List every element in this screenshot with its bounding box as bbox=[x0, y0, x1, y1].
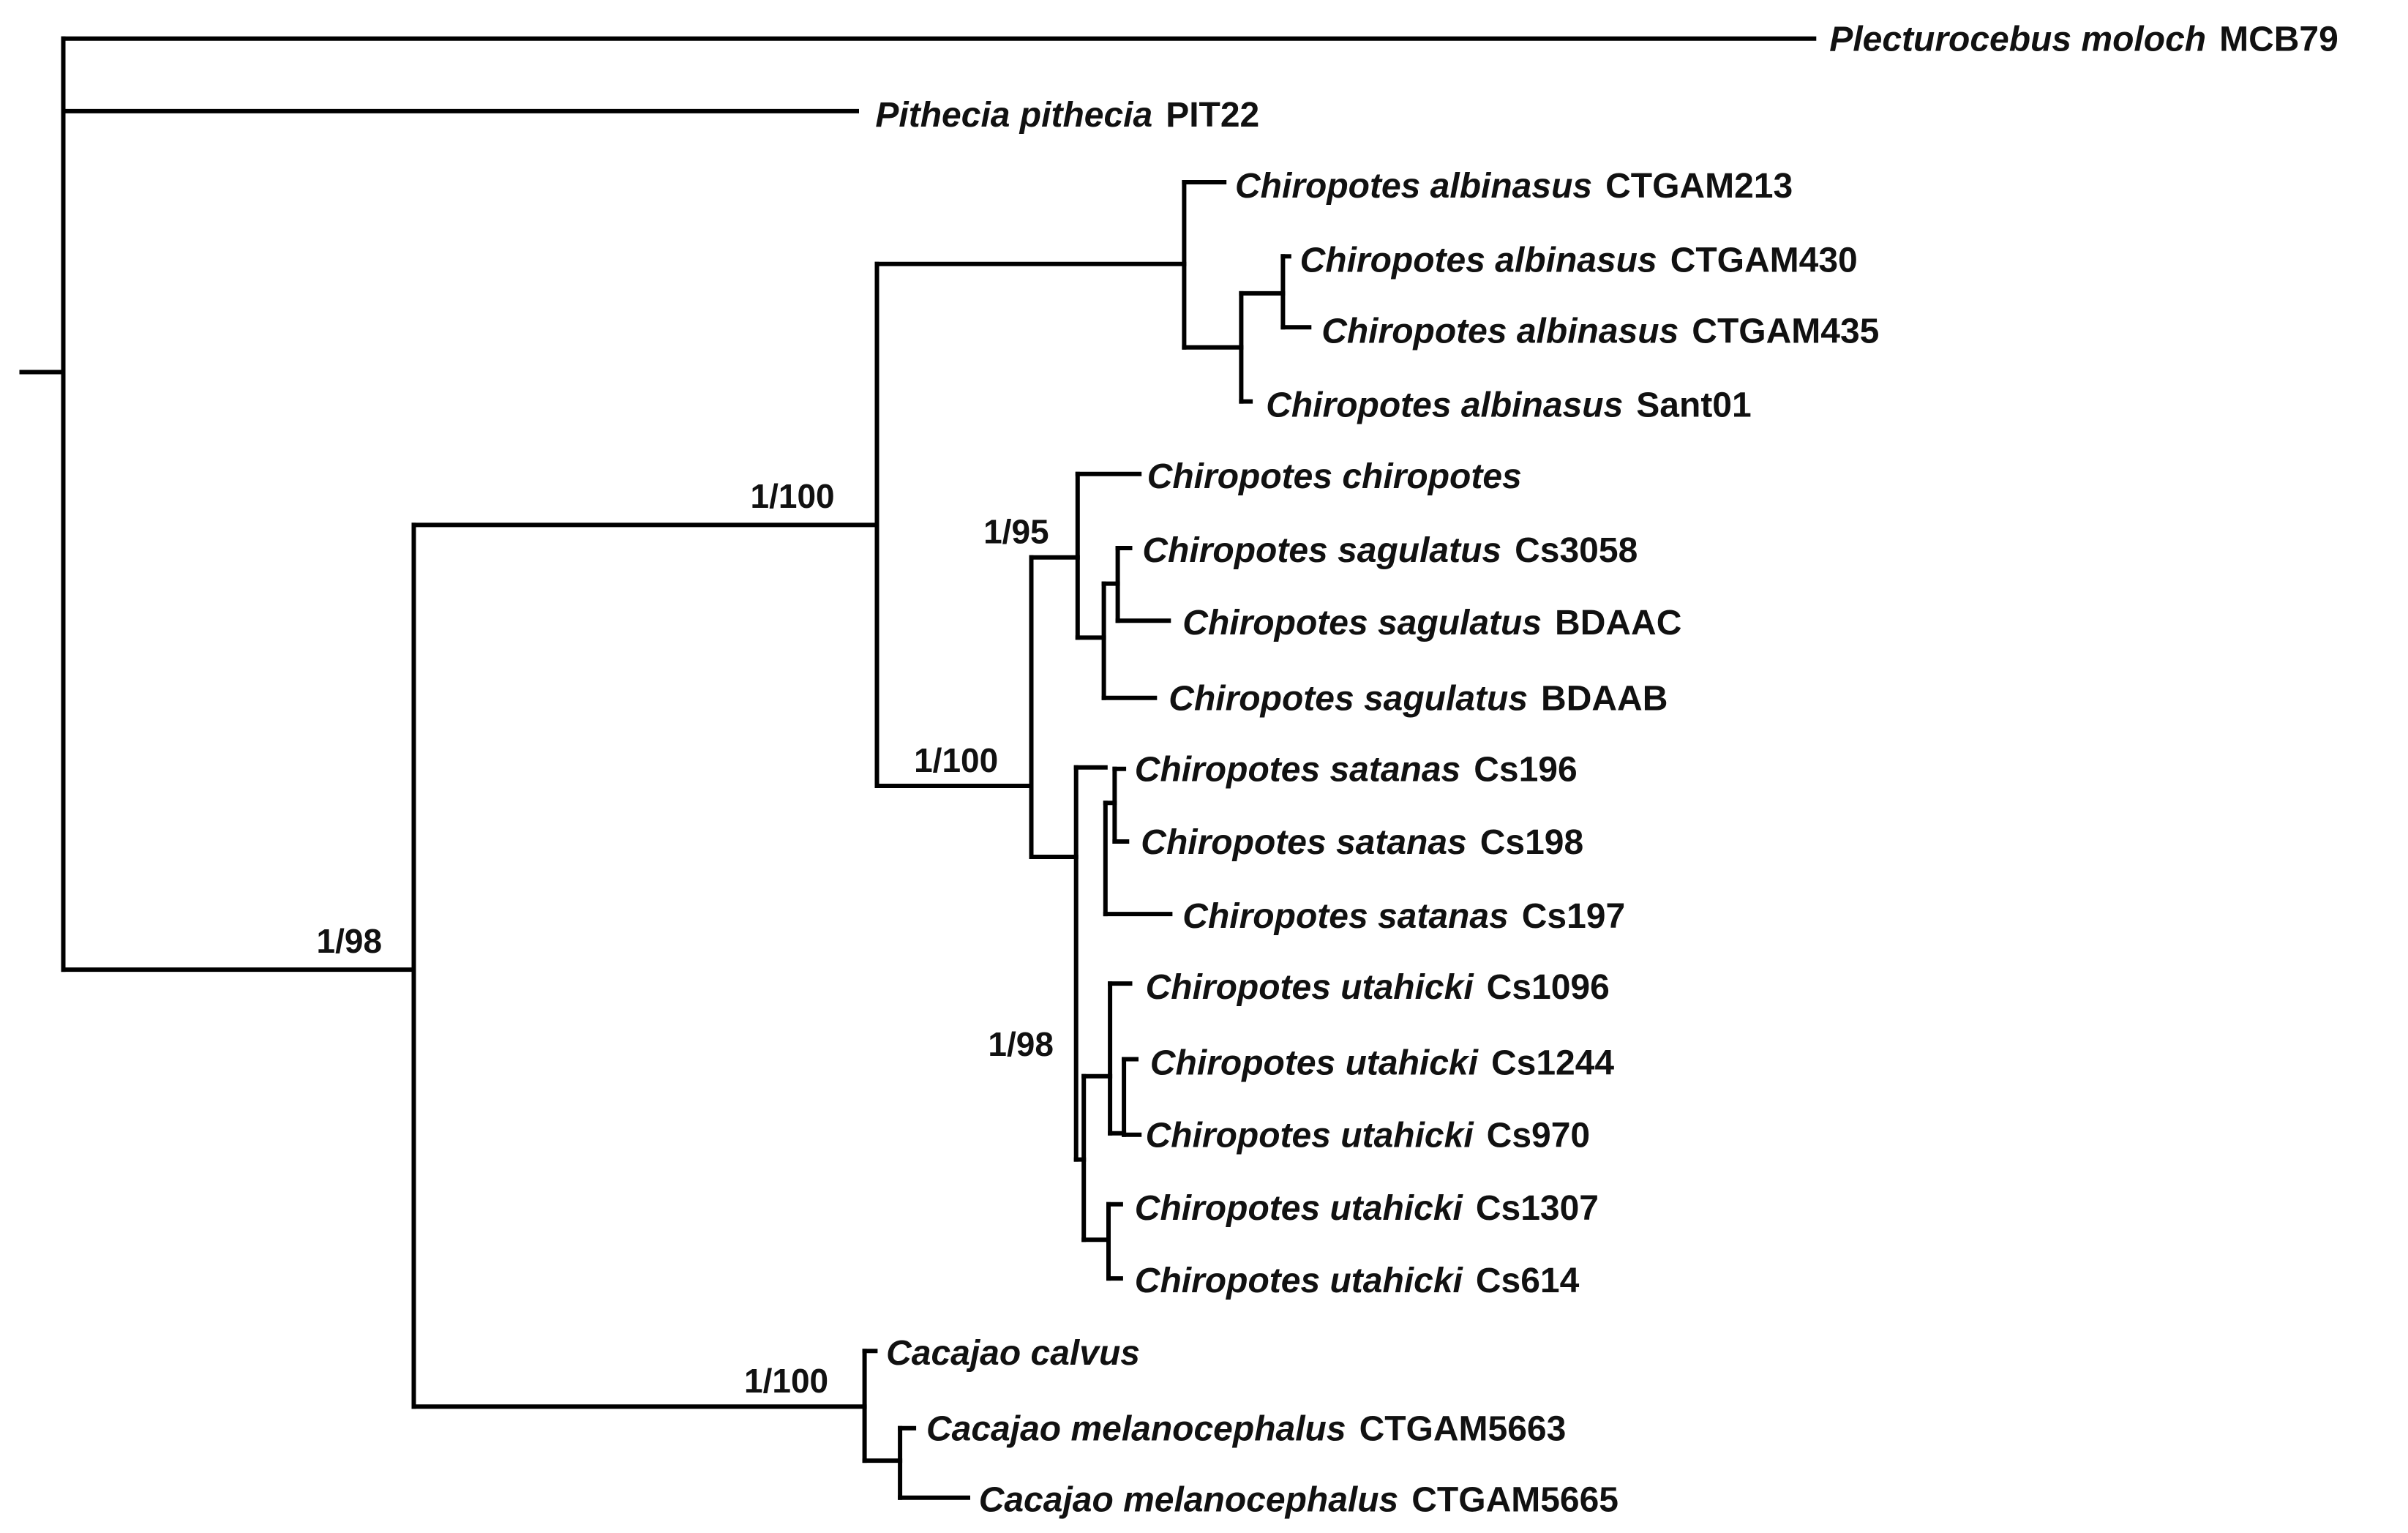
tip-label: Pithecia pithecia PIT22 bbox=[875, 96, 1259, 135]
tip-label: Chiropotes albinasus CTGAM435 bbox=[1321, 312, 1879, 351]
tip-label: Chiropotes albinasus CTGAM213 bbox=[1235, 167, 1793, 206]
tip-species-name: Chiropotes sagulatus bbox=[1169, 680, 1528, 719]
tip-species-name: Chiropotes satanas bbox=[1182, 897, 1508, 936]
tip-voucher-code: BDAAC bbox=[1555, 604, 1681, 642]
tip-voucher-code: Cs614 bbox=[1476, 1262, 1580, 1300]
tip-voucher-code: Cs197 bbox=[1522, 897, 1625, 936]
tip-label: Chiropotes utahicki Cs1096 bbox=[1146, 968, 1610, 1007]
tip-species-name: Chiropotes albinasus bbox=[1321, 312, 1679, 351]
tip-species-name: Cacajao melanocephalus bbox=[926, 1410, 1346, 1449]
tip-species-name: Chiropotes utahicki bbox=[1150, 1044, 1479, 1083]
support-value-label: 1/98 bbox=[317, 922, 383, 960]
tip-label: Plecturocebus moloch MCB79 bbox=[1829, 20, 2338, 59]
support-values: 1/98 1/100 1/100 1/95 1/98 1/100 bbox=[317, 477, 1054, 1400]
tip-species-name: Chiropotes albinasus bbox=[1266, 386, 1623, 425]
tip-label: Chiropotes satanas Cs196 bbox=[1135, 751, 1578, 790]
tip-label: Chiropotes albinasus CTGAM430 bbox=[1300, 241, 1858, 280]
tip-species-name: Chiropotes satanas bbox=[1141, 823, 1466, 862]
tip-voucher-code: Cs196 bbox=[1474, 751, 1577, 790]
tip-voucher-code: Cs970 bbox=[1487, 1117, 1590, 1155]
tip-species-name: Cacajao calvus bbox=[886, 1334, 1140, 1373]
tip-voucher-code: CTGAM435 bbox=[1692, 312, 1879, 351]
tip-species-name: Chiropotes utahicki bbox=[1135, 1262, 1464, 1300]
tip-species-name: Pithecia pithecia bbox=[875, 96, 1152, 135]
support-value-label: 1/98 bbox=[988, 1025, 1054, 1063]
tip-label: Chiropotes sagulatus BDAAB bbox=[1169, 680, 1668, 719]
tip-voucher-code: Cs1096 bbox=[1487, 968, 1610, 1007]
tip-label: Chiropotes utahicki Cs1307 bbox=[1135, 1189, 1599, 1228]
tip-species-name: Chiropotes sagulatus bbox=[1182, 604, 1542, 642]
support-value-label: 1/95 bbox=[983, 513, 1049, 551]
tip-voucher-code: CTGAM430 bbox=[1670, 241, 1858, 280]
tip-label: Cacajao calvus bbox=[886, 1334, 1140, 1373]
tip-voucher-code: Cs1244 bbox=[1491, 1044, 1614, 1083]
tip-species-name: Chiropotes albinasus bbox=[1235, 167, 1592, 206]
support-value-label: 1/100 bbox=[744, 1362, 828, 1400]
tip-label: Cacajao melanocephalus CTGAM5663 bbox=[926, 1410, 1566, 1449]
tip-voucher-code: CTGAM5663 bbox=[1359, 1410, 1567, 1449]
support-value-label: 1/100 bbox=[914, 741, 998, 779]
tip-label: Chiropotes utahicki Cs1244 bbox=[1150, 1044, 1615, 1083]
tip-label: Chiropotes sagulatus Cs3058 bbox=[1142, 531, 1638, 570]
tip-label: Chiropotes chiropotes bbox=[1147, 457, 1522, 496]
tip-voucher-code: Cs3058 bbox=[1515, 531, 1638, 570]
tip-label: Chiropotes sagulatus BDAAC bbox=[1182, 604, 1681, 642]
tip-species-name: Chiropotes albinasus bbox=[1300, 241, 1657, 280]
tip-species-name: Chiropotes chiropotes bbox=[1147, 457, 1522, 496]
tip-species-name: Chiropotes utahicki bbox=[1135, 1189, 1464, 1228]
tip-label: Chiropotes satanas Cs198 bbox=[1141, 823, 1583, 862]
support-value-label: 1/100 bbox=[751, 477, 835, 515]
tip-voucher-code: BDAAB bbox=[1541, 680, 1668, 719]
tip-label: Chiropotes utahicki Cs614 bbox=[1135, 1262, 1580, 1300]
tip-species-name: Chiropotes utahicki bbox=[1146, 1117, 1475, 1155]
tip-label: Cacajao melanocephalus CTGAM5665 bbox=[979, 1481, 1619, 1520]
tip-voucher-code: CTGAM5665 bbox=[1411, 1481, 1619, 1520]
tip-species-name: Cacajao melanocephalus bbox=[979, 1481, 1399, 1520]
tip-voucher-code: CTGAM213 bbox=[1605, 167, 1793, 206]
tip-voucher-code: Sant01 bbox=[1636, 386, 1751, 425]
tip-voucher-code: PIT22 bbox=[1166, 96, 1259, 135]
tip-voucher-code: MCB79 bbox=[2219, 20, 2338, 59]
tip-label: Chiropotes albinasus Sant01 bbox=[1266, 386, 1752, 425]
tip-label: Chiropotes utahicki Cs970 bbox=[1146, 1117, 1591, 1155]
tip-voucher-code: Cs1307 bbox=[1476, 1189, 1599, 1228]
tree-branches bbox=[19, 36, 1817, 1500]
tip-species-name: Plecturocebus moloch bbox=[1829, 20, 2206, 59]
tip-label: Chiropotes satanas Cs197 bbox=[1182, 897, 1625, 936]
tip-species-name: Chiropotes utahicki bbox=[1146, 968, 1475, 1007]
tip-species-name: Chiropotes satanas bbox=[1135, 751, 1460, 790]
tip-voucher-code: Cs198 bbox=[1480, 823, 1583, 862]
tip-species-name: Chiropotes sagulatus bbox=[1142, 531, 1501, 570]
